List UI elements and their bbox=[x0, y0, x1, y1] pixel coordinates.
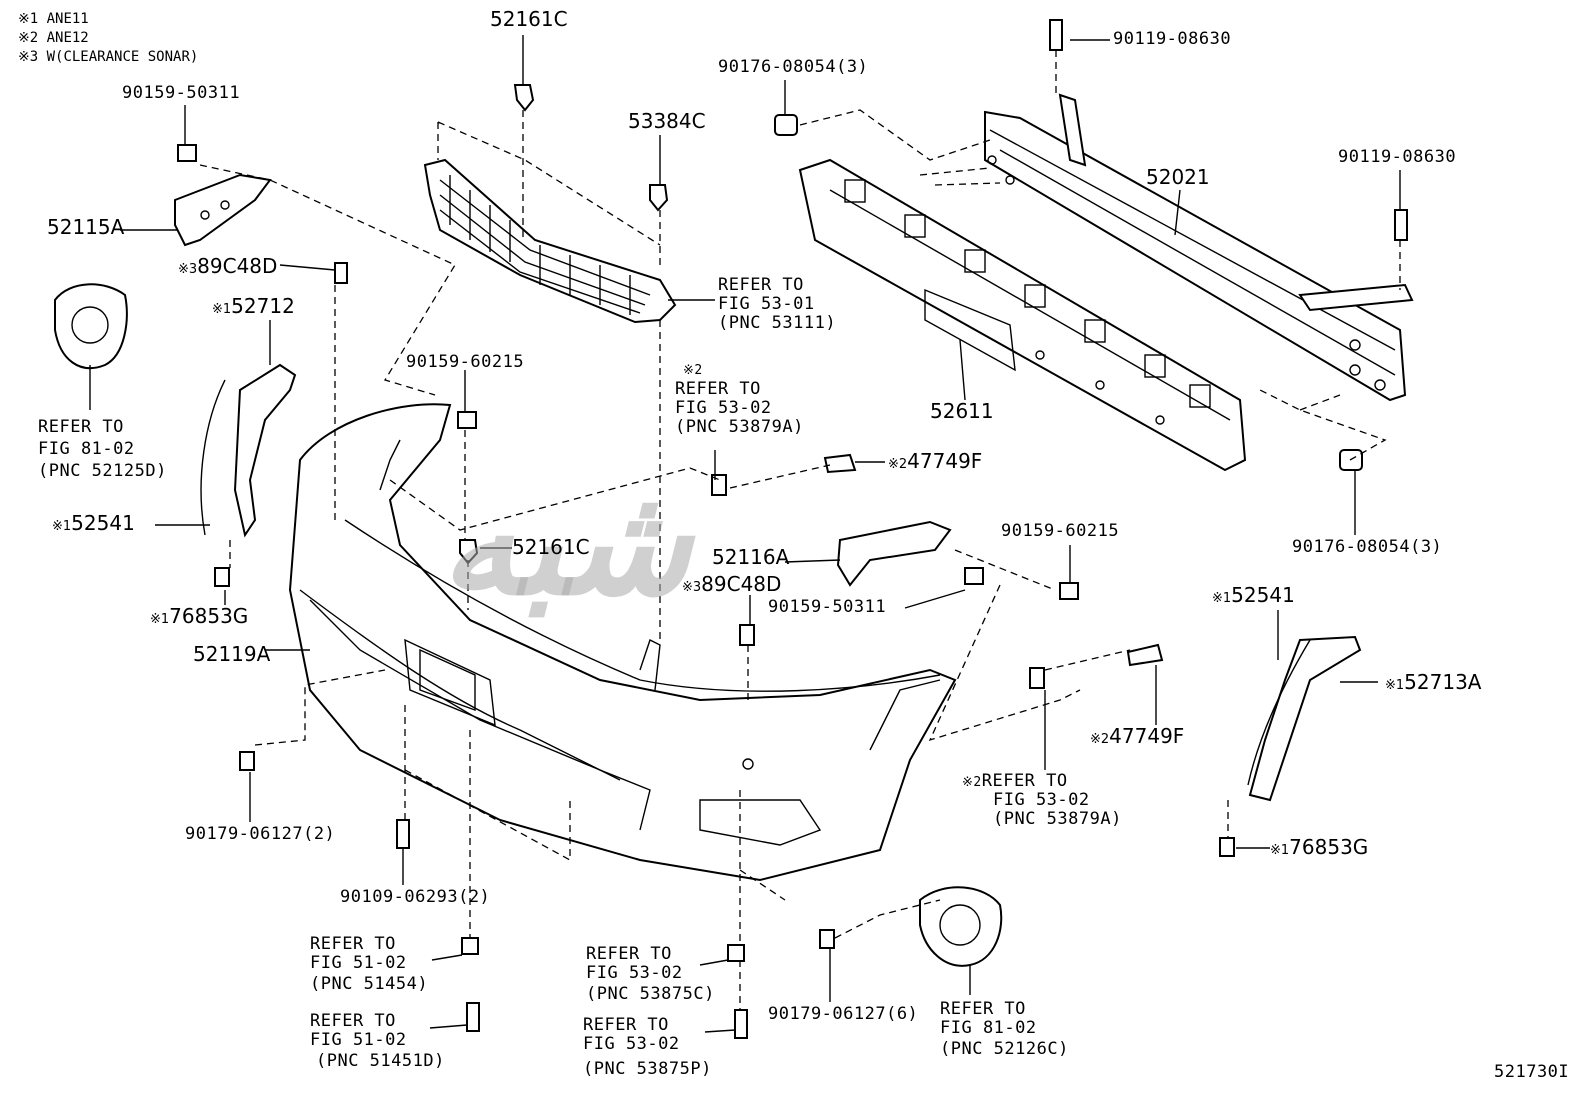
refer-53875P-2: FIG 53-02 bbox=[583, 1034, 680, 1054]
label-52541-left: ※152541 bbox=[52, 511, 135, 535]
label-90159-60215-top: 90159-60215 bbox=[406, 352, 525, 372]
refer-51454-2: FIG 51-02 bbox=[310, 953, 407, 973]
refer-grille-2: FIG 53-01 bbox=[718, 294, 815, 314]
mark-m2-refer-top: ※2 bbox=[683, 363, 703, 378]
lower-grille bbox=[423, 158, 677, 324]
refer-51451D-2: FIG 51-02 bbox=[310, 1030, 407, 1050]
label-90159-50311-top: 90159-50311 bbox=[122, 83, 241, 103]
refer-51451D-3: (PNC 51451D) bbox=[316, 1051, 445, 1071]
sonar-retainer-right bbox=[919, 886, 1003, 967]
fasteners bbox=[177, 19, 1408, 1039]
bracket-52116A bbox=[836, 520, 952, 587]
label-52161C-top: 52161C bbox=[490, 7, 568, 31]
dashed-lines bbox=[199, 50, 1401, 1010]
refer-53879A-top-1: REFER TO bbox=[675, 379, 761, 399]
label-52712: ※152712 bbox=[212, 294, 295, 318]
side-support-52712 bbox=[200, 363, 297, 538]
bracket-52115A bbox=[174, 173, 272, 247]
leader-lines bbox=[89, 35, 1401, 1033]
refer-53875C-1: REFER TO bbox=[586, 944, 672, 964]
label-52119A: 52119A bbox=[193, 642, 271, 666]
refer-53879A-top-2: FIG 53-02 bbox=[675, 398, 772, 418]
figure-id: 521730I bbox=[1494, 1062, 1570, 1082]
label-52115A: 52115A bbox=[47, 215, 125, 239]
refer-53879A-right-3: (PNC 53879A) bbox=[993, 809, 1122, 829]
refer-81-left-2: FIG 81-02 bbox=[38, 439, 135, 459]
label-90179-bottom: 90179-06127(6) bbox=[768, 1004, 919, 1024]
note-ane12: ※2 ANE12 bbox=[18, 30, 89, 46]
label-90176-top: 90176-08054(3) bbox=[718, 57, 869, 77]
label-90159-60215-mid: 90159-60215 bbox=[1001, 521, 1120, 541]
refer-53875C-3: (PNC 53875C) bbox=[586, 984, 715, 1004]
refer-53875C-2: FIG 53-02 bbox=[586, 963, 683, 983]
label-52713A: ※152713A bbox=[1385, 670, 1482, 694]
refer-53879A-right-1: ※2REFER TO bbox=[962, 771, 1068, 791]
label-90159-50311-mid: 90159-50311 bbox=[768, 597, 887, 617]
refer-52126C-3: (PNC 52126C) bbox=[940, 1039, 1069, 1059]
note-ane11: ※1 ANE11 bbox=[18, 11, 89, 27]
label-76853G-right: ※176853G bbox=[1270, 835, 1369, 859]
sonar-retainer-left bbox=[54, 283, 128, 370]
label-52161C-mid: 52161C bbox=[512, 535, 590, 559]
refer-52126C-2: FIG 81-02 bbox=[940, 1018, 1037, 1038]
energy-absorber-52611 bbox=[798, 158, 1247, 472]
label-90109: 90109-06293(2) bbox=[340, 887, 491, 907]
label-90176-right: 90176-08054(3) bbox=[1292, 537, 1443, 557]
refer-53875P-1: REFER TO bbox=[583, 1015, 669, 1035]
refer-52126C-1: REFER TO bbox=[940, 999, 1026, 1019]
label-52541-right: ※152541 bbox=[1212, 583, 1295, 607]
side-support-52713A bbox=[1247, 635, 1362, 802]
label-76853G-left: ※176853G bbox=[150, 604, 249, 628]
refer-81-left-3: (PNC 52125D) bbox=[38, 461, 167, 481]
label-47749F-top: ※247749F bbox=[888, 449, 983, 473]
label-90119-right: 90119-08630 bbox=[1338, 147, 1457, 167]
refer-53879A-top-3: (PNC 53879A) bbox=[675, 417, 804, 437]
refer-53875P-3: (PNC 53875P) bbox=[583, 1059, 712, 1079]
label-53384C: 53384C bbox=[628, 109, 706, 133]
label-52116A: 52116A bbox=[712, 545, 790, 569]
bumper-cover-52119A bbox=[288, 403, 957, 882]
label-47749F-right: ※247749F bbox=[1090, 724, 1185, 748]
reinforcement-beam-52021 bbox=[984, 93, 1414, 402]
label-52611: 52611 bbox=[930, 399, 994, 423]
refer-grille-1: REFER TO bbox=[718, 275, 804, 295]
refer-grille-3: (PNC 53111) bbox=[718, 313, 837, 333]
label-90179-left: 90179-06127(2) bbox=[185, 824, 336, 844]
note-clearance-sonar: ※3 W(CLEARANCE SONAR) bbox=[18, 49, 199, 65]
refer-53879A-right-2: FIG 53-02 bbox=[993, 790, 1090, 810]
watermark: شبه bbox=[440, 455, 692, 629]
label-52021: 52021 bbox=[1146, 165, 1210, 189]
refer-81-left-1: REFER TO bbox=[38, 417, 124, 437]
label-89C48D-top: ※389C48D bbox=[178, 254, 278, 278]
refer-51454-1: REFER TO bbox=[310, 934, 396, 954]
refer-51451D-1: REFER TO bbox=[310, 1011, 396, 1031]
refer-51454-3: (PNC 51454) bbox=[310, 974, 429, 994]
label-90119-top: 90119-08630 bbox=[1113, 29, 1232, 49]
label-89C48D-mid: ※389C48D bbox=[682, 572, 782, 596]
